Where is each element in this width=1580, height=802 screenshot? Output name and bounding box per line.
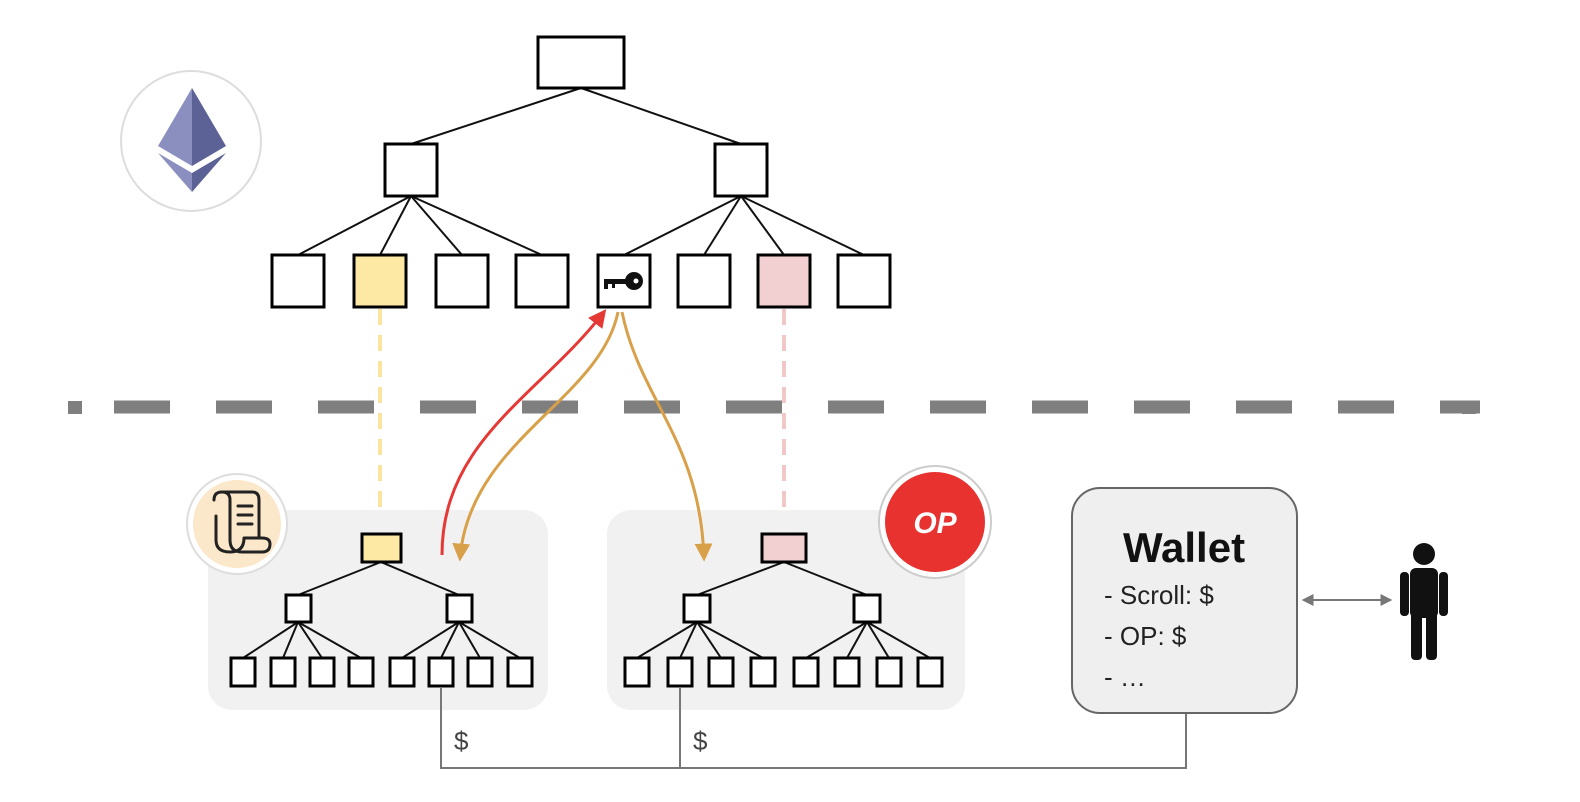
l1-leaf-op-node — [756, 253, 812, 309]
scroll-leaf-node — [308, 656, 336, 688]
wallet-title: Wallet — [1123, 524, 1245, 571]
l1-leaf-scroll-node — [352, 253, 408, 309]
op-leaf-node — [623, 656, 651, 688]
person-icon — [1400, 543, 1448, 660]
ethereum-logo — [120, 70, 262, 212]
op-leaf-node — [707, 656, 735, 688]
scroll-leaf-node — [388, 656, 416, 688]
scroll-leaf-node — [229, 656, 257, 688]
scroll-branch-node — [445, 593, 474, 624]
l1-left-branch-node — [383, 142, 439, 198]
scroll-leaf-node — [506, 656, 534, 688]
op-leaf-node — [875, 656, 903, 688]
scroll-leaf-node — [427, 656, 455, 688]
l1-root-node — [536, 35, 626, 90]
op-leaf-node — [792, 656, 820, 688]
l1-state-tree — [270, 35, 892, 309]
scroll-leaf-node — [466, 656, 494, 688]
wallet-card: Wallet - Scroll: $ - OP: $ - … — [1071, 487, 1298, 714]
ethereum-icon — [158, 88, 226, 192]
op-leaf-node — [666, 656, 694, 688]
l1-leaf-node — [514, 253, 570, 309]
orange-arrow-keystore-to-scroll — [452, 311, 620, 562]
op-logo: OP — [878, 465, 992, 579]
scroll-icon — [212, 490, 272, 554]
scroll-branch-node — [284, 593, 313, 624]
op-root-node — [760, 532, 808, 564]
red-arrow-scroll-to-keystore — [440, 309, 607, 556]
scroll-root-node — [360, 532, 403, 564]
l1-right-branch-node — [713, 142, 769, 198]
key-icon — [604, 272, 643, 290]
op-logo-label: OP — [913, 507, 957, 540]
scroll-leaf-node — [269, 656, 297, 688]
l1-leaf-node — [434, 253, 490, 309]
op-l2-tree — [607, 510, 965, 710]
wallet-line-more: - … — [1104, 662, 1146, 692]
transfer-lines — [440, 688, 1187, 769]
separator-end-dot — [1462, 401, 1476, 414]
wallet-line-scroll: - Scroll: $ — [1104, 580, 1214, 610]
op-transfer-label: $ — [693, 726, 708, 756]
op-leaf-node — [749, 656, 777, 688]
op-leaf-node — [833, 656, 861, 688]
op-logo-icon — [885, 472, 985, 572]
scroll-transfer-label: $ — [454, 726, 469, 756]
op-branch-node — [682, 593, 712, 624]
separator-end-dot — [68, 401, 82, 414]
orange-arrow-keystore-to-op — [620, 311, 713, 562]
l1-leaf-node — [676, 253, 732, 309]
l1-leaf-node — [270, 253, 326, 309]
scroll-logo — [186, 473, 288, 575]
l1-leaf-node — [836, 253, 892, 309]
op-leaf-node — [916, 656, 944, 688]
wallet-line-op: - OP: $ — [1104, 621, 1187, 651]
op-branch-node — [852, 593, 882, 624]
scroll-leaf-node — [347, 656, 375, 688]
